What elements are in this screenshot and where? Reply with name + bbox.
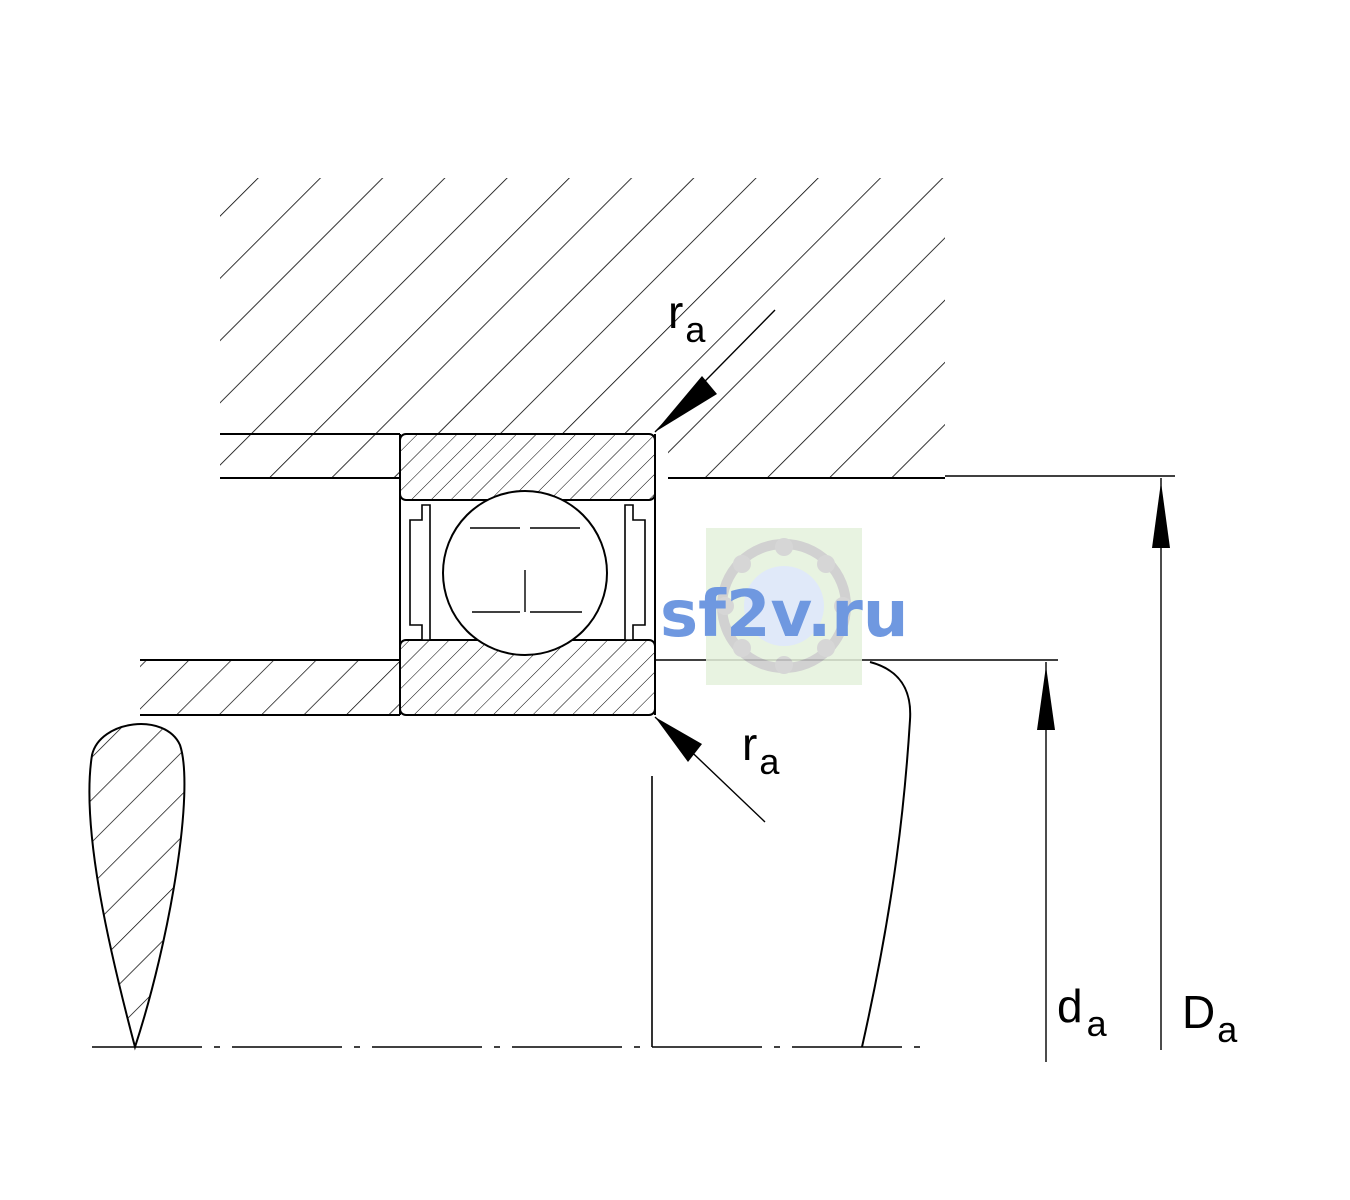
dimension-da xyxy=(1037,662,1055,1062)
watermark-logo xyxy=(706,528,862,685)
watermark-text: sf2v.ru xyxy=(660,578,908,652)
fillet-radius-leader-top xyxy=(654,309,776,433)
housing-section xyxy=(220,178,1175,479)
label-Da: Da xyxy=(1182,986,1238,1050)
label-ra-top: ra xyxy=(668,286,706,350)
label-ra-bottom: ra xyxy=(742,718,780,782)
bearing-section xyxy=(399,433,656,716)
dimension-Da xyxy=(1152,478,1170,1050)
shaft-outline xyxy=(88,661,912,1051)
fillet-radius-leader-bottom xyxy=(654,716,766,823)
